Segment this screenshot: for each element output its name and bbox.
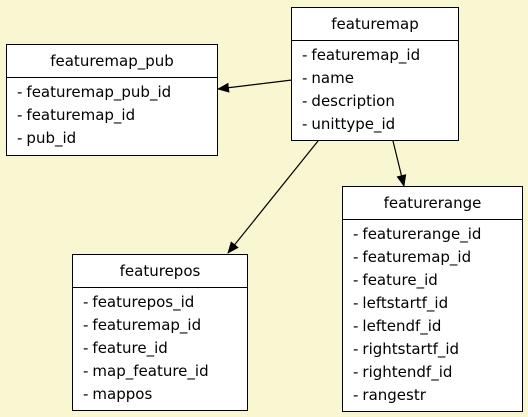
field-name: name [311, 69, 354, 87]
field-name: rangestr [362, 386, 426, 404]
entity-featuremap[interactable]: featuremap -featuremap_id -name -descrip… [291, 7, 459, 141]
field-name: featuremap_id [311, 46, 421, 64]
field-item: -featuremap_id [83, 316, 202, 334]
field-name: leftendf_id [362, 317, 442, 335]
field-item: -name [302, 69, 354, 87]
field-item: -featuremap_id [353, 248, 472, 266]
entity-title: featurepos [73, 255, 247, 288]
entity-featurerange[interactable]: featurerange -featurerange_id -featurema… [342, 186, 523, 412]
edge-featuremap-to-featurerange [392, 140, 407, 187]
field-item: -map_feature_id [83, 362, 209, 380]
field-name: leftstartf_id [362, 294, 449, 312]
field-name: featuremap_pub_id [26, 83, 172, 101]
field-name: pub_id [26, 129, 77, 147]
field-item: -description [302, 92, 395, 110]
field-list: -featuremap_pub_id -featuremap_id -pub_i… [7, 78, 217, 150]
field-item: -leftendf_id [353, 317, 442, 335]
field-name: mappos [92, 385, 153, 403]
field-list: -featurepos_id -featuremap_id -feature_i… [73, 288, 247, 406]
field-item: -unittype_id [302, 115, 396, 133]
field-name: map_feature_id [92, 362, 209, 380]
field-item: -rightstartf_id [353, 340, 460, 358]
field-item: -featuremap_pub_id [17, 83, 172, 101]
field-name: featuremap_id [26, 106, 136, 124]
field-name: unittype_id [311, 115, 396, 133]
field-item: -featuremap_id [302, 46, 421, 64]
entity-title: featuremap [292, 8, 458, 41]
field-name: featuremap_id [92, 316, 202, 334]
field-name: featurerange_id [362, 225, 482, 243]
field-item: -featurerange_id [353, 225, 482, 243]
edge-featuremap-to-featurepos [227, 140, 319, 254]
field-item: -mappos [83, 385, 153, 403]
field-item: -feature_id [83, 339, 168, 357]
field-name: feature_id [362, 271, 438, 289]
field-name: featurepos_id [92, 293, 195, 311]
entity-featuremap-pub[interactable]: featuremap_pub -featuremap_pub_id -featu… [6, 44, 218, 156]
entity-title: featuremap_pub [7, 45, 217, 78]
entity-featurepos[interactable]: featurepos -featurepos_id -featuremap_id… [72, 254, 248, 411]
field-item: -rightendf_id [353, 363, 453, 381]
field-list: -featuremap_id -name -description -unitt… [292, 41, 458, 136]
field-item: -featuremap_id [17, 106, 136, 124]
field-item: -pub_id [17, 129, 77, 147]
field-name: rightendf_id [362, 363, 453, 381]
field-name: featuremap_id [362, 248, 472, 266]
edge-featuremap-to-featuremap-pub [217, 79, 293, 93]
field-item: -leftstartf_id [353, 294, 449, 312]
field-list: -featurerange_id -featuremap_id -feature… [343, 220, 522, 407]
field-name: rightstartf_id [362, 340, 460, 358]
field-item: -rangestr [353, 386, 426, 404]
field-item: -feature_id [353, 271, 438, 289]
entity-title: featurerange [343, 187, 522, 220]
field-name: feature_id [92, 339, 168, 357]
field-item: -featurepos_id [83, 293, 195, 311]
field-name: description [311, 92, 395, 110]
